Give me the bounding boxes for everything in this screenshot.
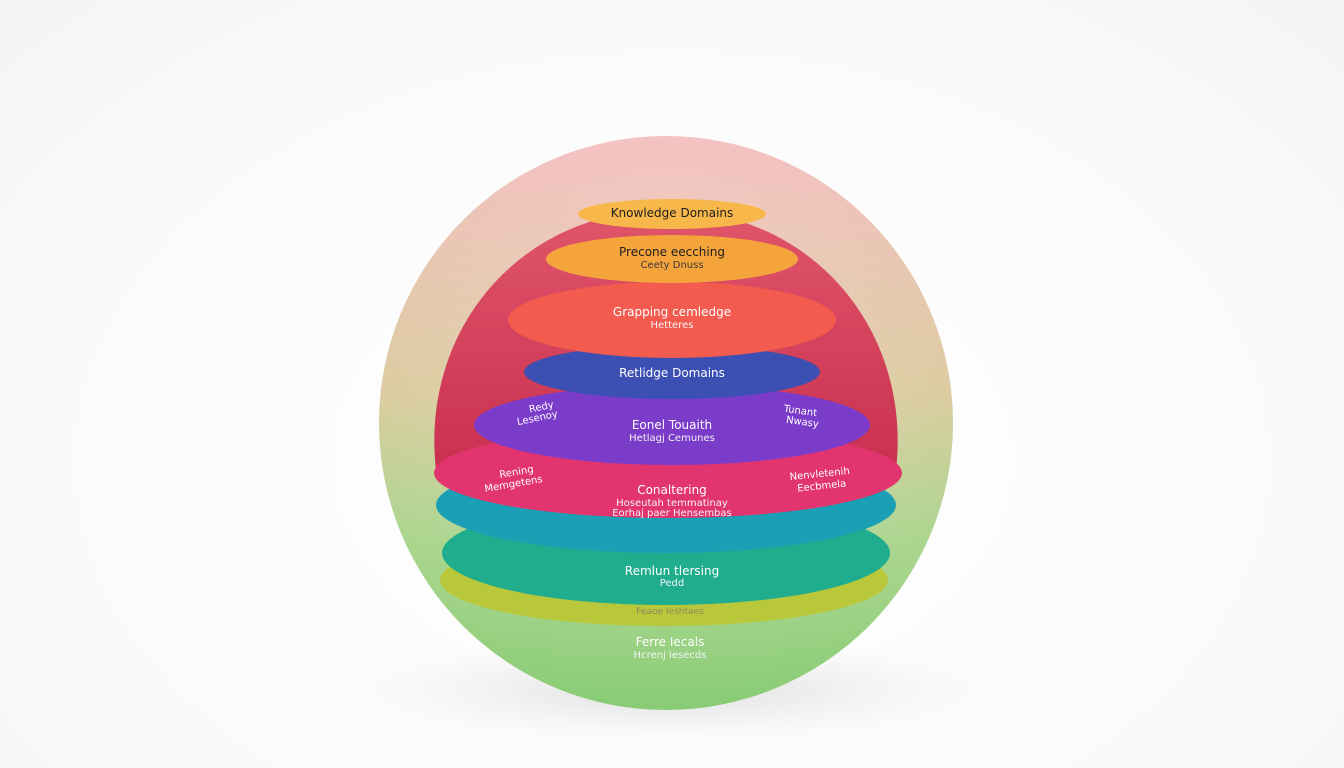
layer-label-feaoe: Feaoe Ieshtaes: [636, 607, 704, 617]
layer-label-retlidge: Retlidge Domains: [619, 366, 725, 380]
layer-coral-disk: [508, 282, 836, 358]
layer-sublabel-remlun: Pedd: [660, 578, 685, 589]
layer-label-conaltering: Conaltering: [637, 483, 707, 497]
layer-sublabel-precone: Ceety Dnuss: [640, 260, 703, 271]
layer-right-label-conaltering-2: Eecbmela: [797, 478, 847, 494]
layer-orange-disk: [546, 235, 798, 283]
layer-sublabel-conaltering-1: Hoseutah temmatinay: [616, 498, 728, 509]
layer-sublabel-eonel: Hetlagj Cemunes: [629, 433, 715, 444]
layer-right-label-eonel-2: Nwasy: [785, 415, 819, 430]
layer-label-remlun: Remlun tlersing: [625, 564, 719, 578]
layer-label-knowledge-domains: Knowledge Domains: [611, 206, 734, 220]
layer-blue-disk: [524, 345, 820, 399]
layer-sublabel-grapping: Hetteres: [651, 320, 694, 331]
layer-left-label-eonel-1: Redy: [528, 400, 555, 416]
layer-sublabel-ferre: Hcrenj Iesecds: [634, 650, 707, 661]
layer-label-eonel: Eonel Touaith: [632, 418, 712, 432]
layer-orange-light-disk: [578, 199, 766, 229]
layer-label-precone: Precone eecching: [619, 245, 725, 259]
layer-right-label-eonel-1: Tunant: [782, 404, 818, 420]
layer-sublabel-conaltering-2: Eorhaj paer Hensembas: [612, 508, 732, 519]
layer-purple-disk: [474, 385, 870, 465]
layer-label-ferre: Ferre Iecals: [636, 635, 705, 649]
layer-label-grapping: Grapping cemledge: [613, 305, 731, 319]
